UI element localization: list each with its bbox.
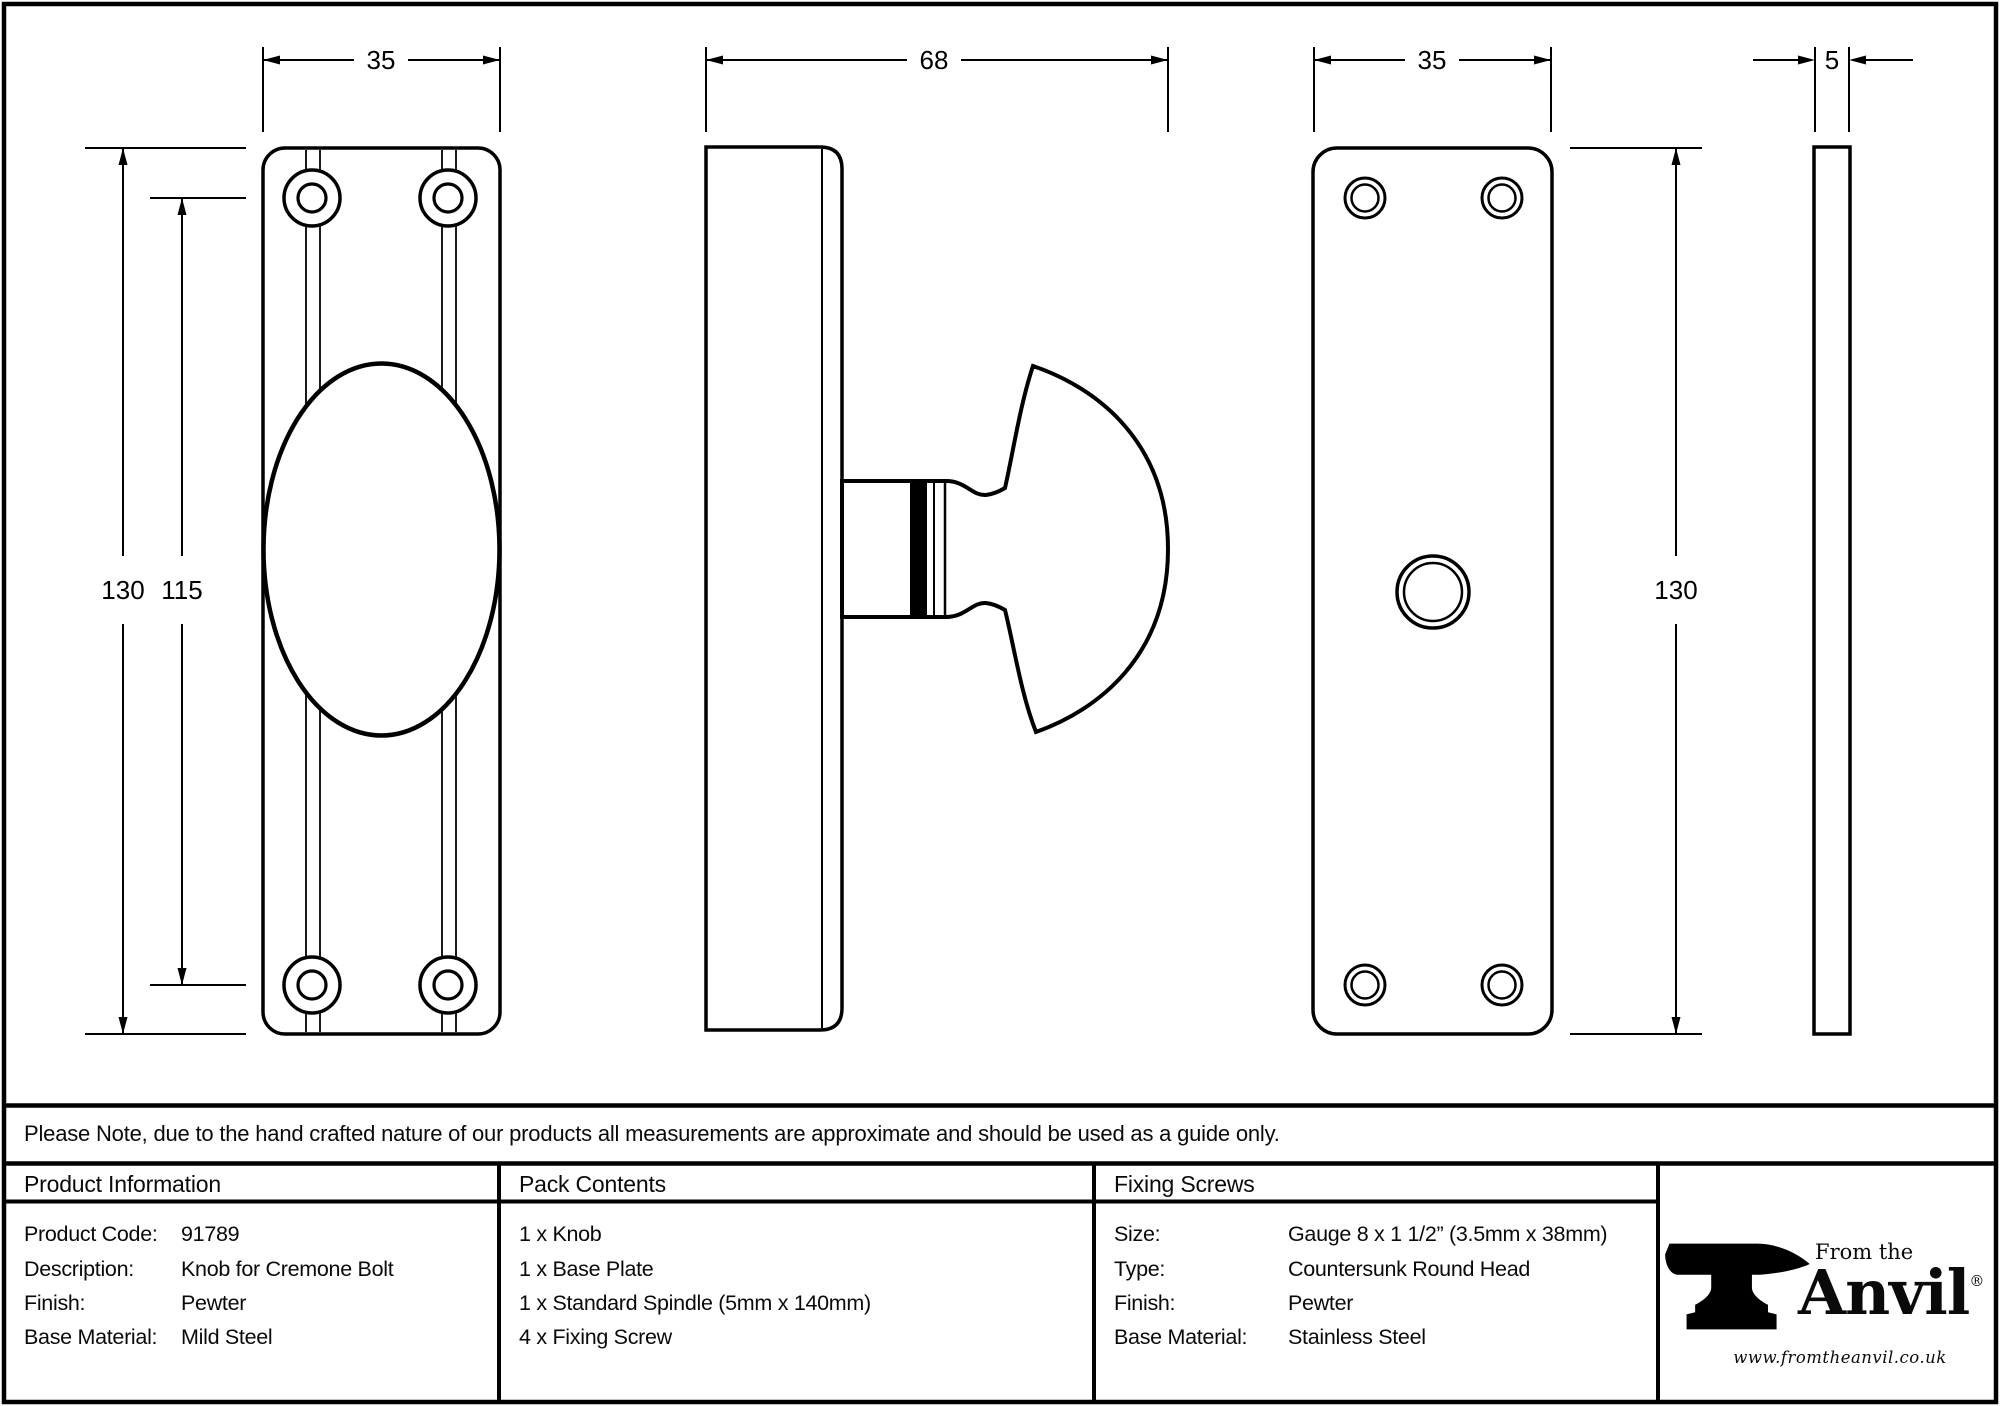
list-item: 4 x Fixing Screw [519, 1325, 672, 1349]
arrowhead-down-icon [177, 968, 187, 985]
table-row-value: Knob for Cremone Bolt [181, 1257, 394, 1281]
table-row-label: Type: [1114, 1257, 1166, 1281]
dim-label-front-width: 35 [367, 45, 396, 75]
arrowhead-right-icon [483, 55, 500, 65]
countersunk-hole-top-right [1480, 176, 1524, 220]
side-plate-outline [704, 145, 844, 1032]
back-plate-view-drawing [1311, 146, 1554, 1036]
table-row-label: Finish: [24, 1291, 86, 1315]
list-item: 1 x Knob [519, 1222, 602, 1246]
arrowhead-down-icon [1671, 1017, 1681, 1034]
table-row-value: Mild Steel [181, 1325, 273, 1349]
arrowhead-up-icon [118, 148, 128, 165]
screw-bottom-right [418, 955, 478, 1015]
dimension-side-depth [705, 47, 1169, 132]
dimension-profile-thickness [1753, 47, 1913, 132]
arrowhead-up-icon [1671, 148, 1681, 165]
table-row-label: Finish: [1114, 1291, 1176, 1315]
product-information-header: Product Information [24, 1171, 221, 1197]
table-row-value: 91789 [181, 1222, 240, 1246]
table-grid [4, 1103, 1996, 1400]
dimension-back-width [1313, 47, 1552, 132]
dimension-back-height [1570, 147, 1702, 1035]
pack-contents-header: Pack Contents [519, 1171, 666, 1197]
dimension-front-height [85, 147, 246, 1035]
front-view-drawing [261, 146, 502, 1036]
list-item: 1 x Base Plate [519, 1257, 654, 1281]
arrowhead-left-icon [263, 55, 280, 65]
profile-view-outline [1812, 145, 1852, 1036]
dim-label-profile-thickness: 5 [1825, 45, 1839, 75]
knob-side-profile [840, 363, 1171, 735]
spindle-hole [1395, 554, 1471, 630]
screw-bottom-left [282, 955, 342, 1015]
dim-label-back-width: 35 [1418, 45, 1447, 75]
logo-brand-word: Anvil [1798, 1256, 1970, 1329]
knob-collar-band [910, 479, 927, 618]
arrowhead-left-icon [1314, 55, 1331, 65]
countersunk-hole-top-left [1343, 176, 1387, 220]
fixing-screws-header: Fixing Screws [1114, 1171, 1255, 1197]
table-row-value: Pewter [1288, 1291, 1354, 1315]
arrowhead-left-icon [1849, 55, 1866, 65]
side-view-drawing [704, 145, 1171, 1032]
table-row-value: Stainless Steel [1288, 1325, 1426, 1349]
arrowhead-right-icon [1798, 55, 1815, 65]
arrowhead-up-icon [177, 198, 187, 215]
table-row-value: Countersunk Round Head [1288, 1257, 1531, 1281]
registered-trademark-icon: ® [1969, 1272, 1985, 1290]
logo-tagline: From the [1815, 1240, 1914, 1264]
screw-top-left [282, 168, 342, 228]
table-row-label: Base Material: [24, 1325, 158, 1349]
arrowhead-right-icon [1151, 55, 1168, 65]
screw-top-right [418, 168, 478, 228]
logo-brand-text: Anvil® [1798, 1262, 1984, 1324]
arrowhead-left-icon [706, 55, 723, 65]
table-row-value: Pewter [181, 1291, 247, 1315]
table-row-value: Gauge 8 x 1 1/2” (3.5mm x 38mm) [1288, 1222, 1608, 1246]
arrowhead-right-icon [1534, 55, 1551, 65]
countersunk-hole-bottom-left [1343, 963, 1387, 1007]
dim-label-screw-spacing: 115 [161, 575, 202, 605]
list-item: 1 x Standard Spindle (5mm x 140mm) [519, 1291, 871, 1315]
table-row-label: Size: [1114, 1222, 1161, 1246]
table-row-label: Description: [24, 1257, 134, 1281]
table-row-label: Base Material: [1114, 1325, 1248, 1349]
oval-knob-front [261, 361, 502, 738]
dim-label-front-height: 130 [101, 575, 144, 605]
dim-label-back-height: 130 [1654, 575, 1697, 605]
countersunk-hole-bottom-right [1480, 963, 1524, 1007]
measurement-disclaimer-note: Please Note, due to the hand crafted nat… [24, 1121, 1280, 1146]
table-row-label: Product Code: [24, 1222, 158, 1246]
logo-website: www.fromtheanvil.co.uk [1733, 1348, 1947, 1367]
anvil-logo-icon [1665, 1243, 1810, 1330]
dimension-screw-spacing [150, 197, 246, 986]
dim-label-side-depth: 68 [920, 45, 949, 75]
dimension-front-width [262, 47, 501, 132]
arrowhead-down-icon [118, 1017, 128, 1034]
